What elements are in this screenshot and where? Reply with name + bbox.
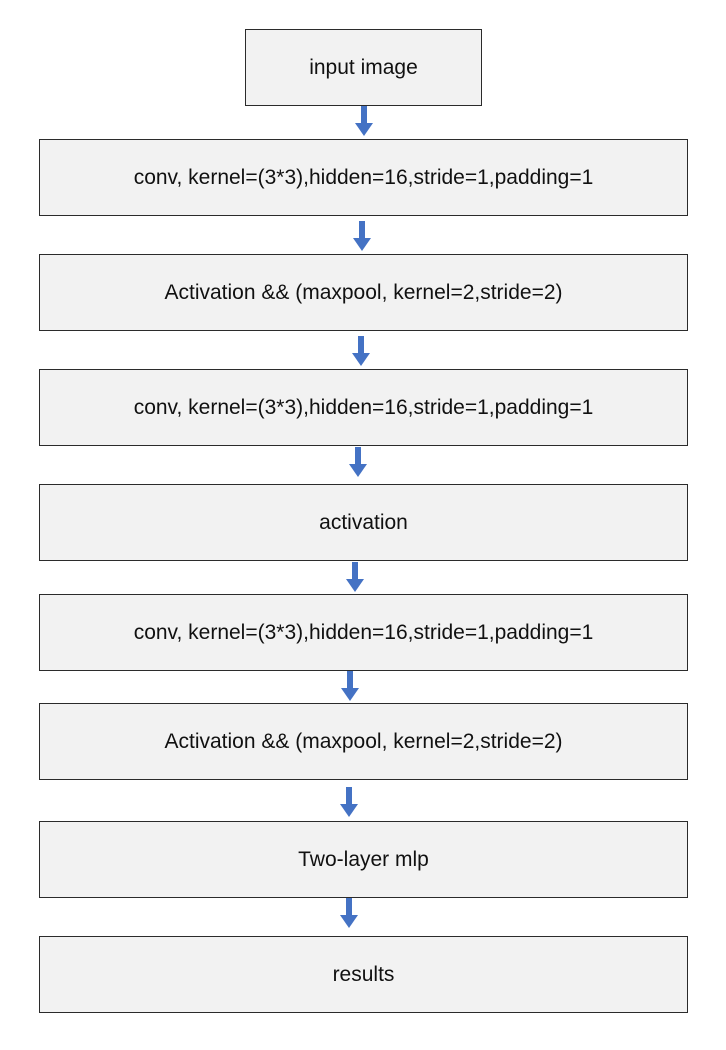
step-label: Activation && (maxpool, kernel=2,stride=…	[164, 729, 563, 753]
step-label: input image	[309, 55, 418, 79]
step-activation: activation	[39, 484, 688, 561]
step-conv-1: conv, kernel=(3*3),hidden=16,stride=1,pa…	[39, 139, 688, 216]
step-conv-2: conv, kernel=(3*3),hidden=16,stride=1,pa…	[39, 369, 688, 446]
arrow-down-icon	[341, 671, 359, 701]
arrow-down-icon	[346, 562, 364, 592]
step-label: results	[332, 962, 395, 986]
arrow-down-icon	[340, 898, 358, 928]
step-activation-maxpool-1: Activation && (maxpool, kernel=2,stride=…	[39, 254, 688, 331]
step-label: conv, kernel=(3*3),hidden=16,stride=1,pa…	[133, 165, 594, 189]
step-label: conv, kernel=(3*3),hidden=16,stride=1,pa…	[133, 395, 594, 419]
step-label: conv, kernel=(3*3),hidden=16,stride=1,pa…	[133, 620, 594, 644]
step-label: activation	[319, 510, 408, 534]
arrow-down-icon	[352, 336, 370, 366]
step-results: results	[39, 936, 688, 1013]
step-label: Two-layer mlp	[298, 847, 429, 871]
step-conv-3: conv, kernel=(3*3),hidden=16,stride=1,pa…	[39, 594, 688, 671]
step-two-layer-mlp: Two-layer mlp	[39, 821, 688, 898]
arrow-down-icon	[353, 221, 371, 251]
step-activation-maxpool-2: Activation && (maxpool, kernel=2,stride=…	[39, 703, 688, 780]
arrow-down-icon	[355, 106, 373, 136]
step-input-image: input image	[245, 29, 482, 106]
arrow-down-icon	[349, 447, 367, 477]
step-label: Activation && (maxpool, kernel=2,stride=…	[164, 280, 563, 304]
arrow-down-icon	[340, 787, 358, 817]
